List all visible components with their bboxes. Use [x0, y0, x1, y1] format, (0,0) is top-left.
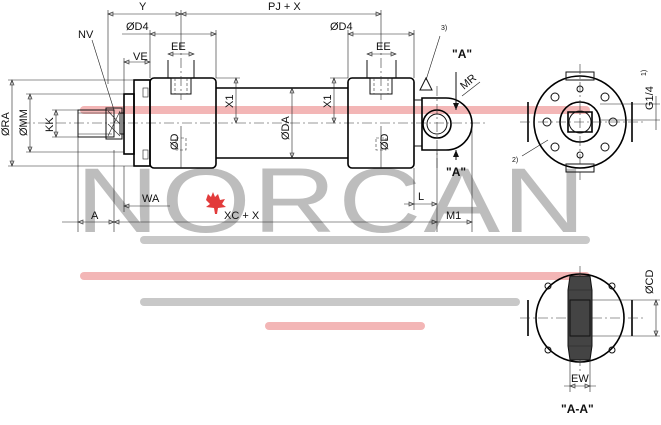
dimension-labels: Y PJ + X ØD4 ØD4 EE EE NV VE ØRA ØMM KK … [0, 1, 479, 222]
front-head [123, 40, 217, 169]
dim-omm-label: ØMM [18, 109, 30, 136]
dim-x1-left-label: X1 [224, 95, 236, 108]
piston-rod [77, 107, 125, 140]
dim-mr-label: MR [458, 72, 479, 92]
section-aa-view: ØCD EW "A-A" [520, 266, 660, 416]
dim-od4-right-label: ØD4 [330, 21, 353, 33]
dim-pj-x-label: PJ + X [268, 1, 301, 13]
dim-wa-label: WA [142, 193, 160, 205]
end-view: G1/4 1) 2) [512, 64, 660, 180]
dim-x1-right-label: X1 [322, 95, 334, 108]
dim-od4-left-label: ØD4 [126, 21, 149, 33]
note-3-label: 3) [441, 25, 447, 32]
clevis-eye-section [567, 275, 593, 361]
dim-xc-x-label: XC + X [224, 210, 260, 222]
dim-ee-left-label: EE [171, 41, 186, 53]
dim-l-label: L [418, 191, 424, 203]
dim-kk-label: KK [44, 117, 56, 132]
dim-ve-label: VE [133, 51, 148, 63]
watermark: NORCAN [76, 106, 590, 330]
dim-od-left-label: ØD [169, 133, 181, 150]
watermark-red-band-2 [80, 272, 590, 280]
dimension-lines [8, 10, 481, 232]
dim-nv-label: NV [78, 29, 94, 41]
watermark-text: NORCAN [76, 150, 588, 252]
barrel [216, 87, 348, 159]
watermark-gray-band-2 [140, 298, 520, 306]
dim-oda-label: ØDA [280, 116, 292, 141]
watermark-red-band [80, 106, 590, 114]
dim-g14-label: G1/4 [644, 86, 656, 110]
dim-ee-right-label: EE [376, 41, 391, 53]
maple-leaf-icon [206, 192, 226, 214]
end-view-bolts [542, 85, 618, 159]
watermark-red-band-3 [265, 322, 425, 330]
section-aa-label: "A-A" [561, 402, 594, 416]
dim-ew-label: EW [571, 373, 589, 385]
dim-m1-label: M1 [446, 210, 461, 222]
section-a-top-label: "A" [452, 47, 472, 61]
dim-ocd-label: ØCD [644, 270, 656, 295]
dim-ora-label: ØRA [0, 112, 12, 137]
dim-od-right-label: ØD [379, 133, 391, 150]
dim-g14-note: 1) [641, 70, 648, 76]
note-2-label: 2) [512, 157, 518, 164]
dim-y-label: Y [139, 1, 147, 13]
dim-a-label: A [91, 210, 99, 222]
watermark-gray-band [140, 236, 590, 244]
section-a-bottom-label: "A" [446, 165, 466, 179]
